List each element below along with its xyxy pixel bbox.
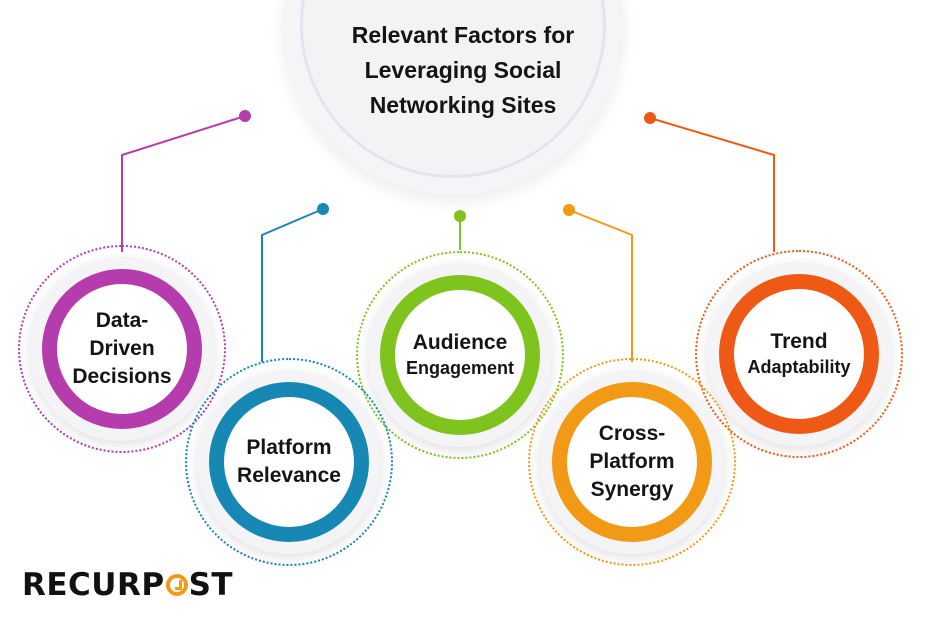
logo-clock-icon — [165, 574, 188, 596]
factor-label: Audience Engagement — [395, 290, 525, 420]
factor-label-line: Driven — [89, 337, 155, 360]
connector-dot-audience-engagement — [454, 210, 466, 222]
factor-label-line: Synergy — [590, 478, 674, 501]
dashed-ring — [695, 250, 903, 458]
title-line-2: Leveraging Social — [364, 57, 562, 83]
logo-text-end: ST — [188, 567, 234, 603]
factor-label-line: Trend — [770, 330, 828, 353]
factor-label: Cross- Platform Synergy — [567, 397, 697, 527]
dashed-ring — [185, 358, 393, 566]
connector-dot-cross-platform — [563, 204, 575, 216]
recurpost-logo: RECURP ST — [22, 566, 233, 604]
factor-label-line: Data- — [95, 309, 149, 332]
title-line-1: Relevant Factors for — [351, 22, 575, 48]
dashed-ring — [528, 358, 736, 566]
connector-platform-relevance — [261, 208, 324, 362]
factor-label-line: Platform — [589, 450, 675, 473]
connector-dot-platform-relevance — [317, 203, 329, 215]
factor-label: Platform Relevance — [224, 397, 354, 527]
factor-label: Data- Driven Decisions — [57, 284, 187, 414]
factor-label-line: Decisions — [72, 365, 172, 388]
page-title: Relevant Factors for Leveraging Social N… — [318, 18, 608, 123]
factor-label-line: Relevance — [237, 464, 341, 487]
dashed-ring — [18, 245, 226, 453]
color-ring — [552, 382, 712, 542]
connector-cross-platform — [568, 209, 633, 362]
factor-label: Trend Adaptability — [734, 289, 864, 419]
connector-dot-data-driven — [239, 110, 251, 122]
factor-label-line: Adaptability — [747, 357, 851, 377]
title-line-3: Networking Sites — [369, 92, 557, 118]
factor-label-line: Cross- — [598, 422, 666, 445]
dashed-ring — [356, 251, 564, 459]
color-ring — [719, 274, 879, 434]
factor-label-line: Engagement — [405, 358, 515, 378]
connector-dot-trend — [644, 112, 656, 124]
connector-trend — [649, 117, 775, 252]
factor-label-line: Platform — [246, 436, 332, 459]
logo-text-start: RECURP — [22, 567, 165, 603]
connector-data-driven — [121, 115, 246, 252]
factor-label-line: Audience — [412, 331, 508, 354]
